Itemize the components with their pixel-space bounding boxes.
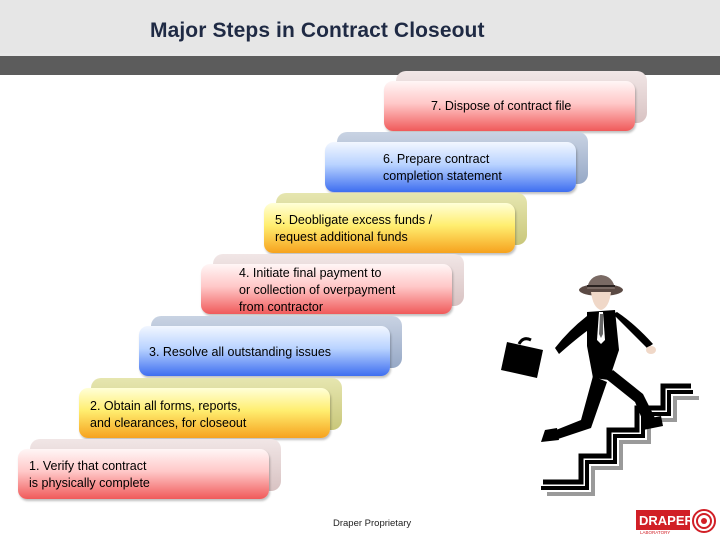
step-7: 7. Dispose of contract file bbox=[384, 71, 647, 131]
step-4: 4. Initiate final payment to or collecti… bbox=[201, 254, 464, 314]
step-2: 2. Obtain all forms, reports, and cleara… bbox=[79, 378, 342, 438]
step-3: 3. Resolve all outstanding issues bbox=[139, 316, 402, 376]
svg-text:DRAPER: DRAPER bbox=[639, 513, 695, 528]
svg-text:LABORATORY: LABORATORY bbox=[640, 530, 670, 535]
step-4-label: 4. Initiate final payment to or collecti… bbox=[239, 266, 396, 314]
step-7-label: 7. Dispose of contract file bbox=[431, 99, 572, 113]
step-1-label: 1. Verify that contract is physically co… bbox=[29, 459, 150, 490]
step-1: 1. Verify that contract is physically co… bbox=[18, 439, 281, 499]
businessman-climbing-stairs-icon bbox=[501, 275, 699, 496]
step-6: 6. Prepare contract completion statement bbox=[325, 132, 588, 192]
step-2-label: 2. Obtain all forms, reports, and cleara… bbox=[90, 399, 247, 430]
title-bar: Major Steps in Contract Closeout bbox=[0, 0, 720, 56]
step-3-label: 3. Resolve all outstanding issues bbox=[149, 345, 332, 359]
slide-title: Major Steps in Contract Closeout bbox=[150, 19, 485, 42]
step-5: 5. Deobligate excess funds / request add… bbox=[264, 193, 527, 253]
header-band bbox=[0, 56, 720, 75]
title-divider bbox=[0, 53, 720, 56]
step-5-label: 5. Deobligate excess funds / request add… bbox=[275, 213, 433, 244]
step-6-label: 6. Prepare contract completion statement bbox=[383, 152, 502, 183]
draper-logo: DRAPER LABORATORY bbox=[636, 509, 716, 535]
footer-text: Draper Proprietary bbox=[333, 518, 412, 529]
